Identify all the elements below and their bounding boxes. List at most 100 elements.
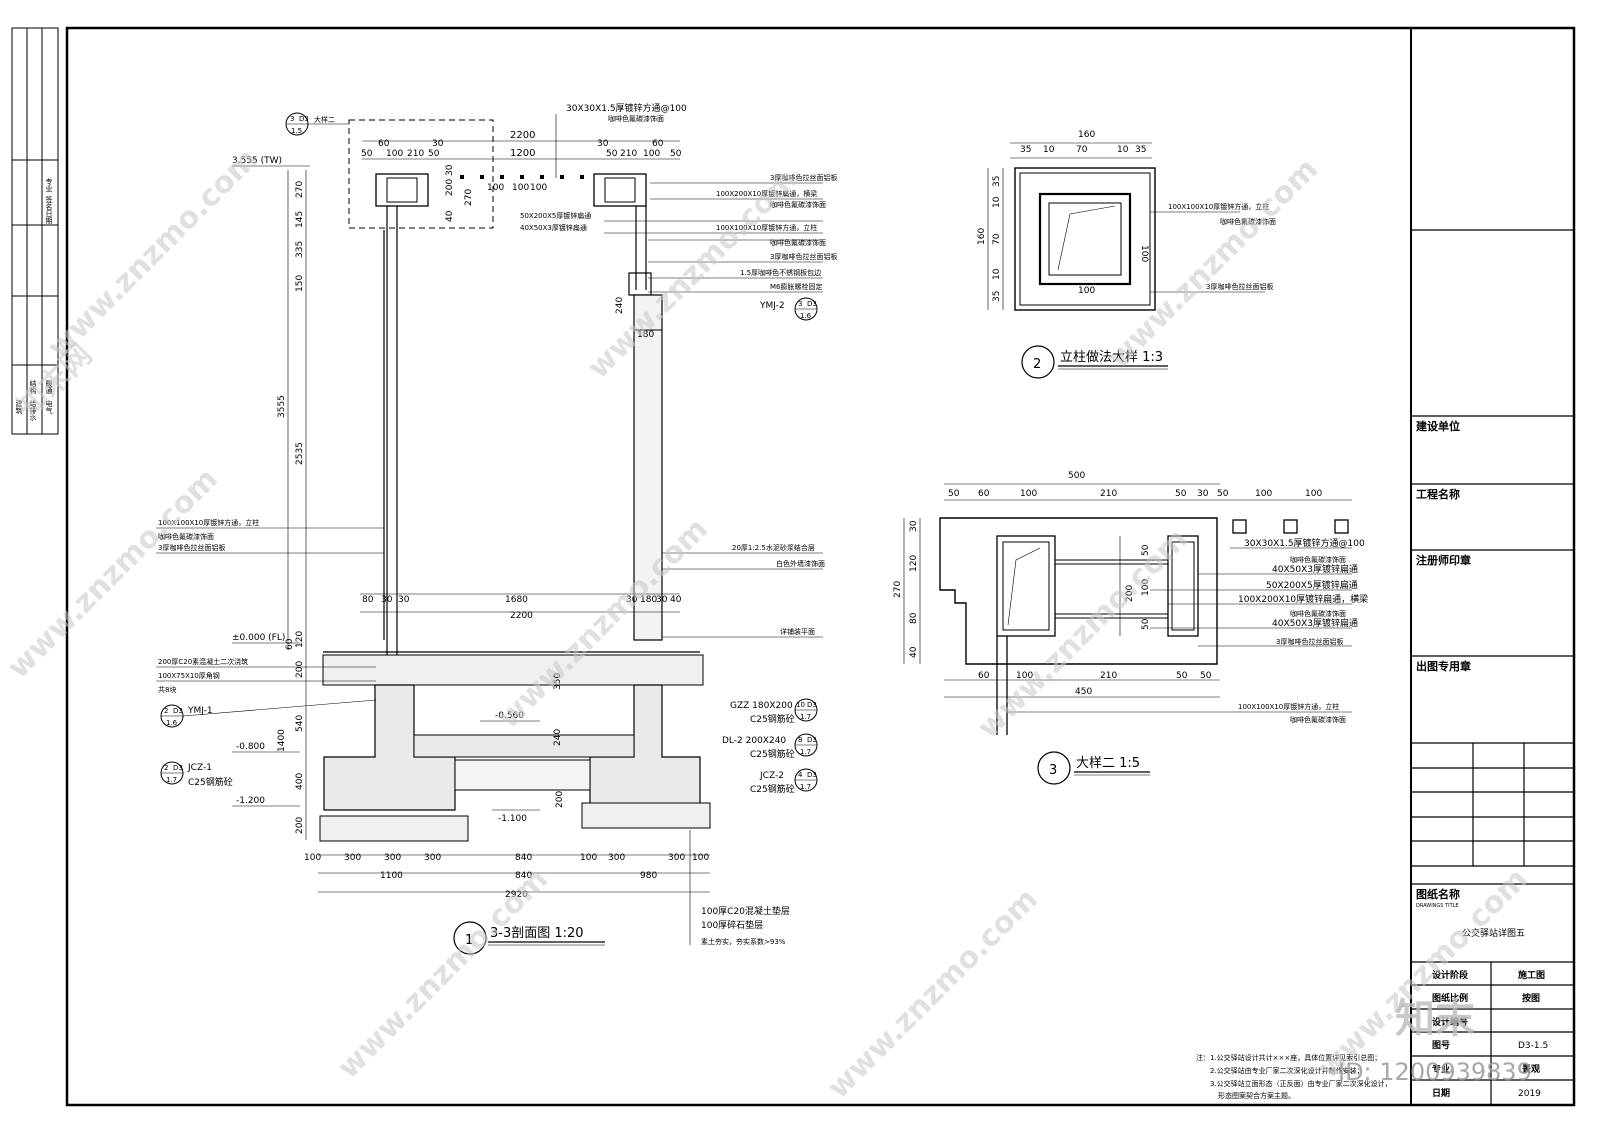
grade-beam [413,734,635,758]
tb-project: 工程名称 [1416,487,1460,501]
tb-stage-label: 设计阶段 [1432,969,1469,981]
sub-dim-100a: 100 [386,149,403,159]
elev-0560: -0.560 [495,711,524,721]
strip-top-label-1: 专业 [45,177,53,192]
callout-scale: 1.5 [291,127,302,135]
watermark-site-7: www.znzmo.com [331,862,555,1086]
tb-date-label: 日期 [1432,1087,1450,1099]
bdim-100c: 100 [692,853,709,863]
d3-top-60: 60 [978,489,990,499]
jcz2-mat: C25钢筋砼 [750,783,795,795]
d3-left-80: 80 [909,612,919,624]
sub-dim-50d: 50 [670,149,682,159]
sub-dim-30a: 30 [432,139,444,149]
plaster-note: 20厚1:2.5水泥砂浆结合层 [732,543,815,552]
d3-top-500: 500 [1068,471,1085,481]
top-elev: 3.555 (TW) [232,156,282,166]
vdim-200c: 200 [555,791,565,808]
top-tube-dots [460,175,584,179]
d3-post-stub [996,636,1008,735]
tb-major-value: 景观 [1522,1064,1540,1075]
left-top-beam [375,173,429,207]
jcz1-mat: C25钢筋砼 [188,776,233,788]
d2-top-35b: 35 [1135,145,1146,155]
d3-note-3: 40X50X3厚镀锌扁通 [1272,563,1358,575]
d2-top-10b: 10 [1117,145,1129,155]
ymj1-num: 2 [164,707,168,715]
left-footing [323,684,456,811]
dl2-mat: C25钢筋砼 [750,748,795,760]
sub-dim-100d: 100 [512,183,529,193]
d3-bot-450: 450 [1075,687,1092,697]
callout-sheet: D3 [299,115,309,123]
d3-inner-50a: 50 [1141,544,1151,556]
bdim-100a: 100 [304,853,321,863]
d3-top-50b: 50 [1175,489,1187,499]
jcz2-num: 4 [798,771,803,779]
detail-1-section: 3 D3 1.5 大样二 30X30X1.5厚镀锌方通@100 咖啡色氟碳漆饰面… [156,102,837,955]
ymj1-sheet: D3 [173,707,183,715]
detail-1-number: 1 [465,933,473,948]
elev-1100: -1.100 [498,814,527,824]
general-notes: 注：1.公交驿站设计共计×××座，具体位置详见索引总图； 2.公交驿站由专业厂家… [1196,1053,1392,1100]
ymj1-label: YMJ-1 [187,706,213,716]
post-outer-cladding [1014,167,1156,311]
slab-note-3: 共8块 [158,685,176,694]
callout-dashed-box [348,119,494,229]
top-dim-note-1: 30X30X1.5厚镀锌方通@100 [566,102,687,114]
elev-0800: -0.800 [236,742,265,752]
mdim-30d: 30 [656,595,668,605]
sub-dim-30b: 30 [597,139,609,149]
vdim-540: 540 [295,715,305,732]
mdim-2200: 2200 [510,611,533,621]
watermark-logo: 知末 [1395,996,1475,1042]
detail-1-title: 3-3剖面图 1:20 [490,926,584,941]
tb-date-value: 2019 [1518,1089,1541,1099]
rnote-1: 3厚咖啡色拉丝面铝板 [770,173,837,182]
sub-dim-40: 40 [445,210,455,222]
tb-major-label: 专业 [1432,1063,1450,1075]
note-line-2: 2.公交驿站由专业厂家二次深化设计并制作安装； [1210,1066,1364,1075]
tb-scale-label: 图纸比例 [1432,992,1468,1004]
rnote-9: 1.5厚咖啡色不锈钢板包边 [740,268,821,277]
jcz1-scale: 1.7 [166,776,177,784]
d2-top-35a: 35 [1020,145,1031,155]
d3-bot-50a: 50 [1176,671,1188,681]
d3-top-50a: 50 [948,489,960,499]
detail-3-callout-detail: 500 50 60 100 210 50 30 50 100 100 270 3… [893,471,1368,785]
sub-dim-270: 270 [464,189,474,206]
ymj2-label: YMJ-2 [759,301,785,311]
d3-inner-50b: 50 [1141,618,1151,630]
slab-note-1: 200厚C20素混凝土二次浇筑 [158,657,248,666]
sub-dim-50b: 50 [428,149,440,159]
jcz1-label: JCZ-1 [187,763,212,773]
tb-drawno-value: D3-1.5 [1518,1041,1548,1051]
left-signature-strip [11,27,59,435]
detail-3-number: 3 [1049,763,1057,778]
watermark-site-1: www.znzmo.com [41,142,265,366]
tb-out-stamp: 出图专用章 [1416,659,1471,673]
sub-dim-50a: 50 [361,149,373,159]
d3-note-7: 40X50X3厚镀锌扁通 [1272,617,1358,629]
d2-inner-100b: 100 [1078,286,1095,296]
mdim-80: 80 [362,595,374,605]
sheet-border [65,26,1576,1107]
vdim-270: 270 [295,181,305,198]
right-base-pad [581,802,711,829]
dl2-label: DL-2 200X240 [722,736,786,746]
watermark-site-5: www.znzmo.com [491,512,715,736]
d2-top-10a: 10 [1043,145,1055,155]
sub-dim-50c: 50 [606,149,618,159]
bdim-980: 980 [640,871,657,881]
right-leaders [604,182,823,293]
sub-dim-100c: 100 [487,183,504,193]
d2-note-2: 咖啡色氟碳漆饰面 [1220,217,1276,226]
gzz-label: GZZ 180X200 [730,701,793,711]
d2-left-10a: 10 [992,196,1002,208]
d3-left-30: 30 [909,520,919,532]
bdim-2920: 2920 [505,890,528,900]
vdim-2535: 2535 [295,442,305,465]
note-line-3: 3.公交驿站立面形态（正反面）由专业厂家二次深化设计， [1210,1079,1392,1088]
jcz2-label: JCZ-2 [759,771,784,781]
strip-top-label-2: 签名 [45,195,53,211]
